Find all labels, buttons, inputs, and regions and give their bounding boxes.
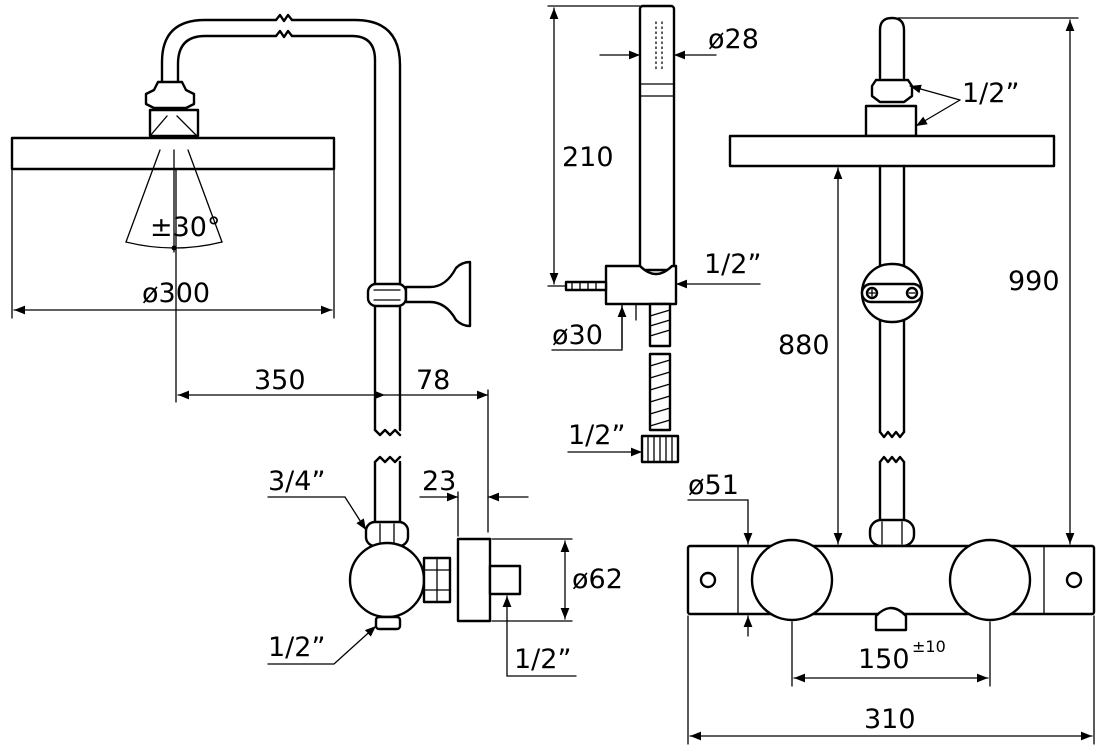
label-centres-tolerance: ±10 [912,637,946,656]
label-wall-offset: 23 [422,466,456,497]
shower-head-front [728,134,1056,168]
label-outlet-thread-side: 1/2” [514,644,571,675]
mixer-front [686,538,1096,632]
label-centres: 150 [858,644,910,675]
label-inlet-thread: 3/4” [268,466,325,497]
label-rail-height: 880 [778,330,830,361]
label-top-thread: 1/2” [962,78,1019,109]
label-handshower-length: 210 [562,142,614,173]
side-view: ±30° ø300 350 78 [10,13,623,677]
label-head-angle: ±30° [150,212,220,243]
label-arm-offset: 78 [416,365,450,396]
spray-angle: ±30° [125,149,223,253]
label-holder-thread: 1/2” [704,249,761,280]
label-rosette-diameter: ø51 [688,470,739,501]
top-pipe [864,16,918,138]
label-total-width: 310 [864,704,916,735]
hand-shower [638,4,676,272]
wall-bracket [366,260,472,402]
label-arm-length: 350 [254,365,306,396]
rail-bracket [860,262,924,324]
shower-head [10,80,336,171]
label-holder-diameter: ø30 [552,320,603,351]
label-body-diameter: ø62 [572,564,623,595]
label-hose-thread: 1/2” [568,420,625,451]
label-total-height: 990 [1008,266,1060,297]
front-view: 1/2” 990 880 [686,16,1096,745]
handshower-holder [564,264,678,349]
overhead-pipe [160,13,402,292]
mixer-side [348,520,522,631]
shower-hose [640,302,680,464]
handshower-view: ø28 210 1/2” ø30 1/2” [547,4,761,464]
label-handshower-diameter: ø28 [708,24,759,55]
label-outlet-thread-bottom: 1/2” [268,632,325,663]
